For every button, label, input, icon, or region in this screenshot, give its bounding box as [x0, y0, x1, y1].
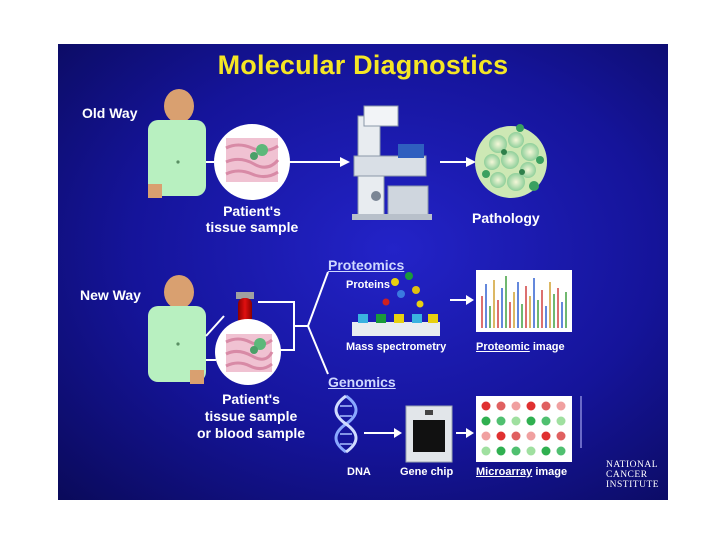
- old-sample-label-line2: tissue sample: [205, 219, 299, 235]
- vertical-credit-mark: [580, 396, 582, 448]
- mass-spectrometry-illustration: [352, 272, 440, 336]
- microarray-spot: [481, 401, 491, 411]
- microarray-image-label: Microarray image: [476, 466, 567, 478]
- genomics-heading: Genomics: [328, 374, 396, 390]
- microarray-spot: [556, 446, 566, 456]
- old-way-label: Old Way: [82, 105, 138, 121]
- microarray-spot: [526, 401, 536, 411]
- microarray-image: [476, 396, 572, 462]
- microarray-spot: [526, 431, 536, 441]
- nci-logo-line3: INSTITUTE: [606, 480, 660, 490]
- microarray-spot: [511, 446, 521, 456]
- proteomic-image-label: Proteomic image: [476, 341, 565, 353]
- microarray-spot: [511, 401, 521, 411]
- proteomic-image: [476, 270, 572, 332]
- old-tissue-sample-circle: [214, 124, 290, 200]
- diagram-graphics: [148, 89, 582, 463]
- new-way-label: New Way: [80, 287, 141, 303]
- new-sample-label-line1: Patient's: [222, 391, 280, 407]
- pathology-label: Pathology: [472, 210, 540, 226]
- microarray-spot: [511, 416, 521, 426]
- gene-chip-icon: [405, 405, 453, 463]
- old-arrowhead-2: [466, 157, 476, 167]
- microarray-spot: [556, 416, 566, 426]
- new-sample-label: Patient's tissue sample or blood sample: [184, 391, 318, 442]
- nci-logo: NATIONAL CANCER INSTITUTE: [606, 460, 659, 490]
- nci-logo-line1: NATIONAL: [606, 460, 659, 470]
- proteomic-image-label-rest: image: [529, 341, 565, 353]
- nci-logo-line2: CANCER: [606, 470, 648, 480]
- page-title: Molecular Diagnostics: [217, 50, 509, 80]
- microarray-spot: [481, 446, 491, 456]
- microscope-icon: [352, 105, 432, 220]
- microarray-spot: [496, 401, 506, 411]
- proteomic-image-label-underlined: Proteomic: [476, 341, 530, 353]
- branch-to-proteomics: [307, 271, 329, 327]
- new-tissue-sample-circle: [215, 319, 281, 385]
- microarray-spot: [526, 446, 536, 456]
- microarray-spot: [496, 431, 506, 441]
- microarray-spot: [541, 431, 551, 441]
- old-sample-label: Patient's tissue sample: [188, 203, 316, 235]
- branch-to-genomics: [307, 325, 329, 375]
- microarray-spot: [526, 416, 536, 426]
- new-sample-label-line2: tissue sample: [204, 408, 298, 424]
- pathology-image: [475, 124, 547, 198]
- proteomics-heading: Proteomics: [328, 257, 405, 273]
- microarray-spot: [556, 431, 566, 441]
- old-arrowhead-1: [340, 157, 350, 167]
- microarray-image-label-rest: image: [532, 466, 568, 478]
- microarray-spot: [511, 431, 521, 441]
- new-sample-label-line3: or blood sample: [196, 425, 306, 441]
- microarray-spot: [541, 446, 551, 456]
- new-connector-line: [205, 315, 225, 337]
- microarray-spot: [541, 416, 551, 426]
- mass-spectrometry-label: Mass spectrometry: [346, 341, 447, 353]
- genomics-arrowhead-2: [466, 428, 474, 438]
- new-patient-figure: [148, 275, 206, 384]
- gene-chip-label: Gene chip: [400, 466, 454, 478]
- microarray-spot: [481, 416, 491, 426]
- old-patient-figure: [148, 89, 206, 198]
- microarray-spot: [481, 431, 491, 441]
- microarray-spot: [496, 416, 506, 426]
- proteins-label: Proteins: [346, 279, 391, 291]
- dna-label: DNA: [347, 466, 371, 478]
- dna-helix-icon: [334, 394, 358, 454]
- microarray-spot: [556, 401, 566, 411]
- proteomics-arrowhead: [466, 295, 474, 305]
- old-sample-label-line1: Patient's: [223, 203, 281, 219]
- microarray-spot: [496, 446, 506, 456]
- genomics-arrowhead-1: [394, 428, 402, 438]
- microarray-spot: [541, 401, 551, 411]
- slide: Molecular Diagnostics Old Way Patient's …: [58, 44, 668, 500]
- microarray-image-label-underlined: Microarray: [476, 466, 533, 478]
